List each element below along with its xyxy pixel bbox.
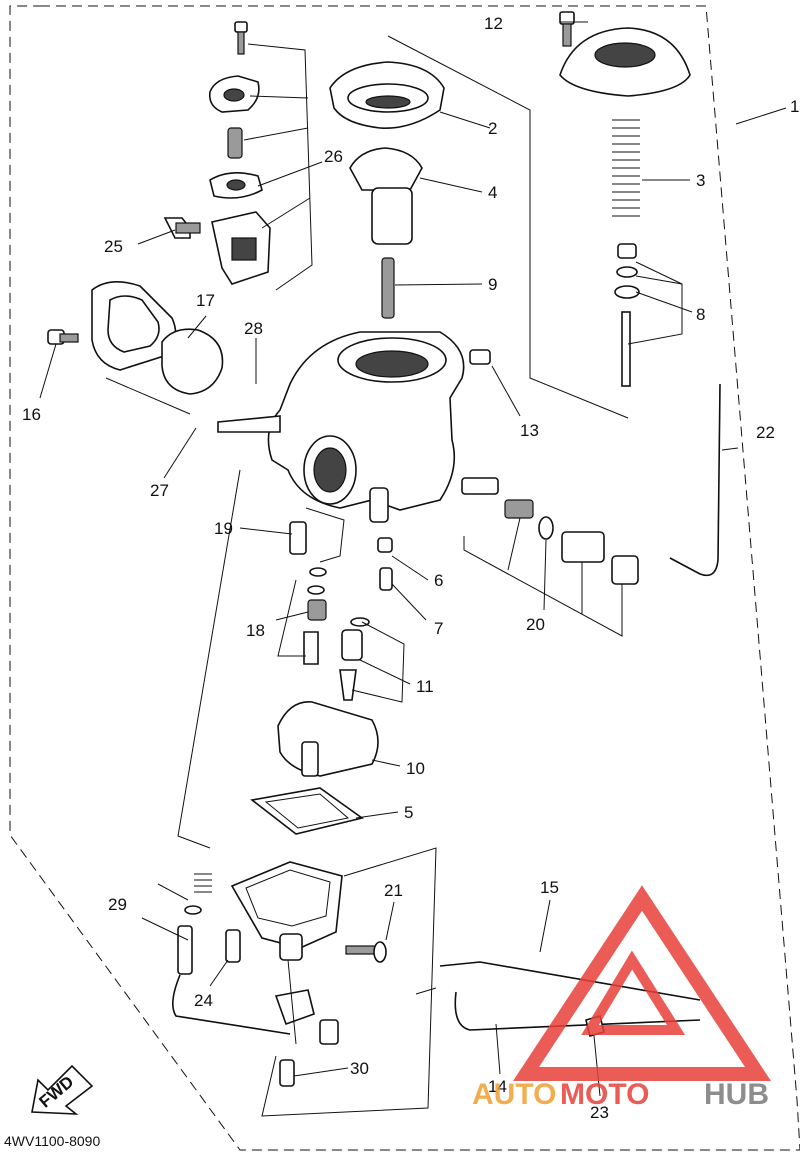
callout-2: 2 bbox=[488, 119, 497, 138]
callout-10: 10 bbox=[406, 759, 425, 778]
callout-15: 15 bbox=[540, 878, 559, 897]
callout-20: 20 bbox=[526, 615, 545, 634]
side-pilot-parts bbox=[461, 477, 639, 585]
callout-21: 21 bbox=[384, 881, 403, 900]
callout-27: 27 bbox=[150, 481, 169, 500]
callout-18: 18 bbox=[246, 621, 265, 640]
watermark-moto: MOTO bbox=[560, 1078, 649, 1111]
drain-hoses bbox=[439, 961, 701, 1037]
callout-25: 25 bbox=[104, 237, 123, 256]
callout-7: 7 bbox=[434, 619, 443, 638]
throttle-screw-group bbox=[163, 21, 271, 285]
callout-3: 3 bbox=[696, 171, 705, 190]
watermark-logo: AUTO MOTO HUB bbox=[472, 885, 771, 1111]
float-bowl bbox=[230, 861, 343, 961]
callout-29: 29 bbox=[108, 895, 127, 914]
diaphragm-parts bbox=[329, 61, 445, 319]
callout-1: 1 bbox=[790, 97, 799, 116]
watermark-hub: HUB bbox=[704, 1078, 769, 1111]
callout-5: 5 bbox=[404, 803, 413, 822]
watermark-auto: AUTO bbox=[472, 1078, 556, 1111]
callout-19: 19 bbox=[214, 519, 233, 538]
callout-4: 4 bbox=[488, 183, 497, 202]
callout-17: 17 bbox=[196, 291, 215, 310]
diagram-code: 4WV1100-8090 bbox=[4, 1133, 100, 1149]
callout-24: 24 bbox=[194, 991, 213, 1010]
callout-16: 16 bbox=[22, 405, 41, 424]
vent-hose-22 bbox=[669, 383, 721, 577]
callout-12: 12 bbox=[484, 14, 503, 33]
float-and-gasket bbox=[250, 701, 379, 835]
callout-11: 11 bbox=[416, 677, 434, 696]
callout-30: 30 bbox=[350, 1059, 369, 1078]
callout-9: 9 bbox=[488, 275, 497, 294]
leader-lines bbox=[39, 21, 787, 1117]
top-cap-and-spring bbox=[559, 11, 691, 387]
callout-8: 8 bbox=[696, 305, 705, 324]
callout-22: 22 bbox=[756, 423, 775, 442]
callout-14: 14 bbox=[488, 1077, 507, 1096]
carburetor-body bbox=[217, 331, 491, 523]
callout-labels: 1 2 3 4 5 6 7 8 9 10 11 12 13 14 15 16 1… bbox=[22, 14, 799, 1122]
callout-23: 23 bbox=[590, 1103, 609, 1122]
callout-6: 6 bbox=[434, 571, 443, 590]
lower-left-parts bbox=[172, 873, 387, 1087]
callout-13: 13 bbox=[520, 421, 539, 440]
callout-26: 26 bbox=[324, 147, 343, 166]
intake-gaskets bbox=[47, 281, 224, 395]
callout-28: 28 bbox=[244, 319, 263, 338]
fwd-arrow: FWD bbox=[31, 1064, 94, 1115]
assembly-boundary bbox=[9, 5, 800, 1151]
jet-parts bbox=[289, 521, 393, 701]
